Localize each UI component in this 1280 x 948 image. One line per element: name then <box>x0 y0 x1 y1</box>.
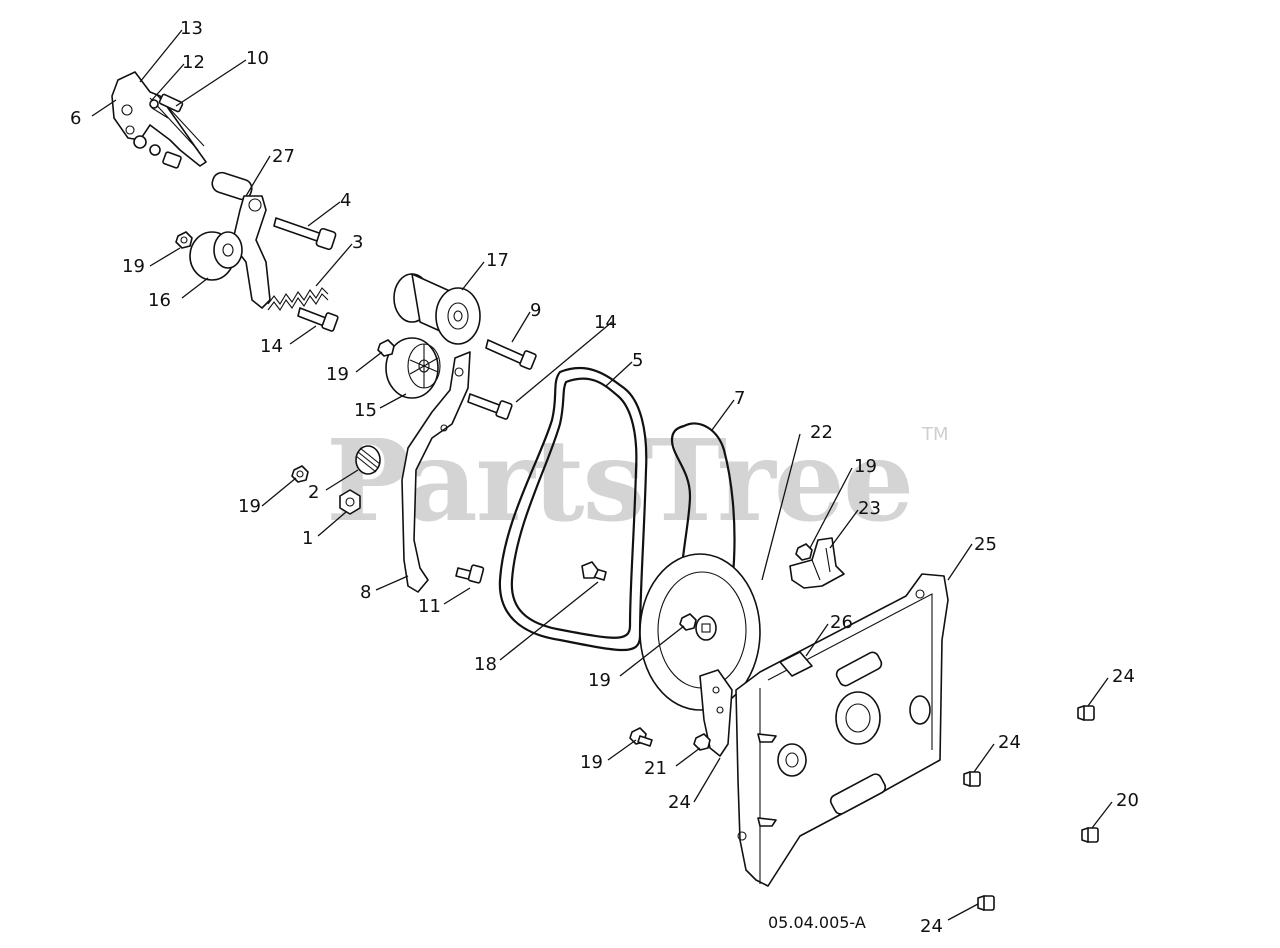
callout-labels: 13 12 10 6 27 4 3 19 16 14 17 9 14 5 19 … <box>70 18 1139 937</box>
part-25-main-plate <box>735 573 949 887</box>
part-15-pulley <box>385 337 441 399</box>
part-2-spring <box>355 445 381 475</box>
part-6-bracket-plate <box>111 71 207 167</box>
callout-4: 4 <box>340 190 351 211</box>
callout-21: 24 <box>668 792 691 813</box>
callout-24-c: 20 <box>1116 790 1139 811</box>
callout-8: 8 <box>360 582 371 603</box>
part-24-bolt-c <box>1081 827 1099 843</box>
part-18-stud <box>581 561 607 581</box>
callout-2: 2 <box>308 482 319 503</box>
part-27-idler-arm <box>211 171 271 309</box>
part-19-nut-a <box>175 231 193 249</box>
callout-15: 15 <box>354 400 377 421</box>
callout-20: 19 <box>580 752 603 773</box>
part-11-bolt <box>455 564 485 584</box>
callout-10: 10 <box>246 48 269 69</box>
diagram-reference-id: 05.04.005-A <box>768 913 866 932</box>
callout-19-f: 21 <box>644 758 667 779</box>
part-17-double-pulley <box>393 273 481 345</box>
callout-19-d: 19 <box>238 496 261 517</box>
callout-13: 13 <box>180 18 203 39</box>
callout-14-a: 14 <box>260 336 283 357</box>
callout-1: 1 <box>302 528 313 549</box>
callout-19-e: 19 <box>588 670 611 691</box>
part-21-bracket <box>699 669 733 757</box>
part-26-tab <box>757 651 813 827</box>
callout-26: 26 <box>830 612 853 633</box>
callout-25: 25 <box>974 534 997 555</box>
part-12-13-small-hardware <box>133 93 184 169</box>
watermark-trademark: TM <box>921 424 949 445</box>
callout-16: 16 <box>148 290 171 311</box>
callout-11: 11 <box>418 596 441 617</box>
part-9-bolt <box>485 339 537 370</box>
callout-24-b: 24 <box>998 732 1021 753</box>
part-5-drive-belt <box>498 366 648 652</box>
part-14-bolt-a <box>297 307 339 332</box>
part-3-spring <box>267 287 329 311</box>
callout-23: 23 <box>858 498 881 519</box>
part-16-idler-pulley <box>189 231 243 281</box>
part-14-bolt-b <box>467 393 513 420</box>
part-24-bolt-d <box>977 895 995 911</box>
callout-19-b: 19 <box>326 364 349 385</box>
part-22-main-pulley <box>639 553 761 711</box>
part-19-nut-e <box>795 543 813 561</box>
callout-9: 9 <box>530 300 541 321</box>
callout-19-a: 19 <box>122 256 145 277</box>
callout-3: 3 <box>352 232 363 253</box>
part-1-nut <box>339 489 361 515</box>
callout-12: 12 <box>182 52 205 73</box>
callout-5: 5 <box>632 350 643 371</box>
part-19-nut-f <box>693 733 711 751</box>
part-20-bolt <box>629 727 653 747</box>
part-24-bolt-b <box>963 771 981 787</box>
callout-17: 17 <box>486 250 509 271</box>
callout-7: 7 <box>734 388 745 409</box>
callout-24-a: 24 <box>1112 666 1135 687</box>
callout-14-b: 14 <box>594 312 617 333</box>
part-8-bracket-arm <box>401 351 471 593</box>
callout-18: 18 <box>474 654 497 675</box>
callout-22: 22 <box>810 422 833 443</box>
callout-leaders <box>91 29 1113 921</box>
callout-27: 27 <box>272 146 295 167</box>
callout-19-c: 19 <box>854 456 877 477</box>
part-4-shoulder-bolt <box>273 217 337 251</box>
part-24-bolt-a <box>1077 705 1095 721</box>
part-23-bracket <box>789 537 845 589</box>
callout-24-d: 24 <box>920 916 943 937</box>
callout-6: 6 <box>70 108 81 129</box>
